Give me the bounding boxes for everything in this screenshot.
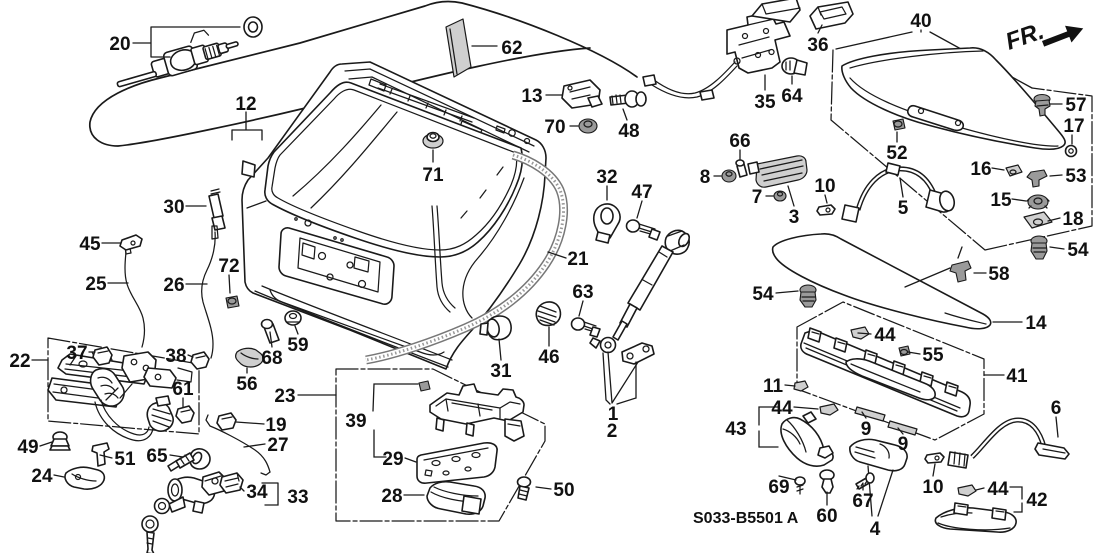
svg-text:53: 53 bbox=[1065, 166, 1086, 187]
svg-text:22: 22 bbox=[9, 351, 30, 372]
svg-text:54: 54 bbox=[752, 284, 774, 305]
svg-text:70: 70 bbox=[544, 117, 565, 138]
svg-text:17: 17 bbox=[1063, 116, 1084, 137]
svg-text:8: 8 bbox=[700, 167, 711, 188]
svg-text:54: 54 bbox=[1067, 240, 1089, 261]
svg-text:51: 51 bbox=[114, 449, 136, 470]
svg-text:20: 20 bbox=[109, 34, 130, 55]
svg-text:12: 12 bbox=[235, 94, 256, 115]
svg-text:64: 64 bbox=[781, 86, 803, 107]
svg-text:65: 65 bbox=[146, 446, 168, 467]
svg-text:25: 25 bbox=[85, 274, 107, 295]
svg-text:39: 39 bbox=[345, 411, 366, 432]
svg-text:48: 48 bbox=[618, 121, 639, 142]
svg-text:55: 55 bbox=[922, 345, 944, 366]
svg-text:S033-B5501 A: S033-B5501 A bbox=[693, 510, 799, 527]
svg-text:61: 61 bbox=[172, 379, 194, 400]
svg-text:38: 38 bbox=[165, 346, 186, 367]
svg-text:71: 71 bbox=[422, 165, 444, 186]
svg-text:58: 58 bbox=[988, 264, 1009, 285]
svg-text:40: 40 bbox=[910, 11, 931, 32]
svg-text:36: 36 bbox=[807, 35, 828, 56]
svg-text:1: 1 bbox=[608, 404, 619, 425]
svg-text:9: 9 bbox=[861, 419, 872, 440]
svg-text:42: 42 bbox=[1026, 490, 1047, 511]
svg-text:41: 41 bbox=[1006, 366, 1028, 387]
svg-text:29: 29 bbox=[382, 449, 403, 470]
svg-text:46: 46 bbox=[538, 347, 559, 368]
svg-text:27: 27 bbox=[267, 435, 288, 456]
svg-text:16: 16 bbox=[970, 159, 991, 180]
svg-text:35: 35 bbox=[754, 92, 776, 113]
svg-text:10: 10 bbox=[922, 477, 943, 498]
svg-text:68: 68 bbox=[261, 348, 282, 369]
svg-text:33: 33 bbox=[287, 487, 308, 508]
svg-text:67: 67 bbox=[852, 491, 873, 512]
svg-text:11: 11 bbox=[763, 376, 784, 397]
svg-text:37: 37 bbox=[66, 343, 87, 364]
svg-text:32: 32 bbox=[596, 167, 617, 188]
svg-text:15: 15 bbox=[990, 190, 1012, 211]
svg-text:44: 44 bbox=[874, 325, 896, 346]
svg-text:47: 47 bbox=[631, 182, 652, 203]
svg-text:14: 14 bbox=[1025, 313, 1047, 334]
svg-text:28: 28 bbox=[381, 486, 402, 507]
svg-text:57: 57 bbox=[1065, 95, 1086, 116]
svg-text:43: 43 bbox=[725, 419, 746, 440]
svg-text:26: 26 bbox=[163, 275, 184, 296]
svg-text:10: 10 bbox=[814, 176, 835, 197]
svg-text:19: 19 bbox=[265, 415, 286, 436]
svg-text:63: 63 bbox=[572, 282, 593, 303]
svg-text:21: 21 bbox=[567, 249, 589, 270]
svg-text:49: 49 bbox=[17, 437, 38, 458]
svg-text:9: 9 bbox=[898, 434, 909, 455]
svg-text:13: 13 bbox=[521, 86, 542, 107]
svg-text:18: 18 bbox=[1062, 209, 1083, 230]
svg-text:4: 4 bbox=[870, 519, 881, 540]
svg-text:31: 31 bbox=[490, 361, 512, 382]
svg-text:3: 3 bbox=[789, 207, 800, 228]
svg-text:44: 44 bbox=[771, 398, 793, 419]
svg-text:44: 44 bbox=[987, 479, 1009, 500]
svg-text:69: 69 bbox=[768, 477, 789, 498]
svg-text:60: 60 bbox=[816, 506, 837, 527]
svg-text:2: 2 bbox=[607, 421, 618, 442]
svg-text:56: 56 bbox=[236, 374, 257, 395]
svg-text:7: 7 bbox=[752, 187, 763, 208]
svg-text:59: 59 bbox=[287, 335, 308, 356]
svg-text:5: 5 bbox=[898, 198, 909, 219]
svg-text:72: 72 bbox=[218, 256, 239, 277]
svg-text:30: 30 bbox=[163, 197, 184, 218]
svg-text:24: 24 bbox=[31, 466, 53, 487]
svg-text:34: 34 bbox=[246, 482, 268, 503]
svg-text:6: 6 bbox=[1051, 398, 1062, 419]
svg-text:23: 23 bbox=[274, 386, 295, 407]
svg-text:50: 50 bbox=[553, 480, 574, 501]
svg-text:45: 45 bbox=[79, 234, 101, 255]
svg-text:66: 66 bbox=[729, 131, 750, 152]
svg-text:52: 52 bbox=[886, 143, 907, 164]
svg-text:62: 62 bbox=[501, 38, 522, 59]
